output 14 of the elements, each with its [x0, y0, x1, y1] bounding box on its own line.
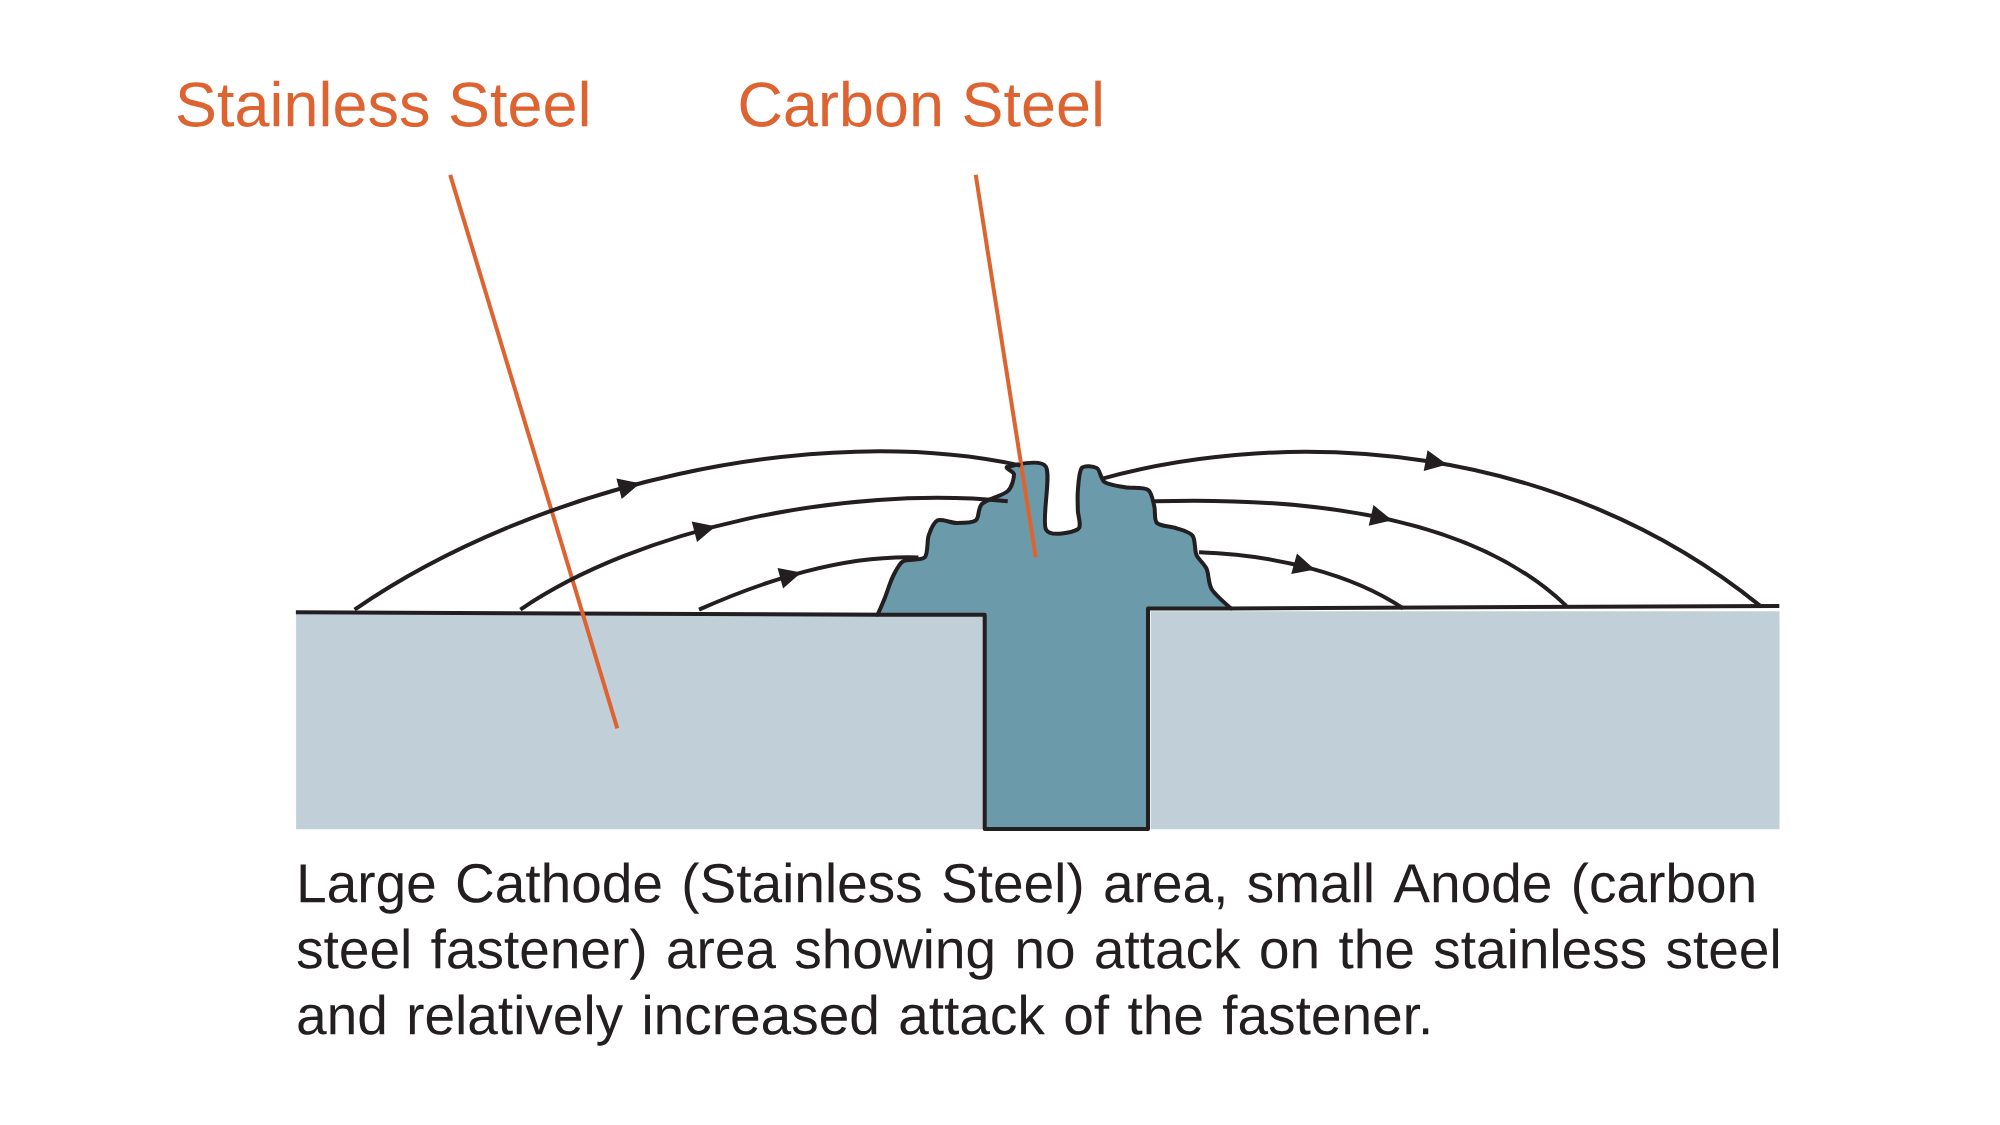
current-arrow — [353, 449, 1021, 612]
current-arrow — [1102, 450, 1762, 608]
stainless-plate — [1150, 603, 1780, 830]
current-arrow — [519, 495, 1008, 612]
current-arrow — [1154, 498, 1568, 608]
fastener — [875, 460, 1233, 832]
stainless-plate — [295, 610, 985, 830]
leader-line — [448, 174, 620, 729]
material-label: Carbon Steel — [740, 80, 1101, 127]
current-arrow — [698, 555, 919, 612]
leader-line — [973, 174, 1038, 558]
current-arrow — [1198, 550, 1405, 611]
material-label: Stainless Steel — [177, 80, 588, 127]
caption: Large Cathode (Stainless Steel) area, small Anode (carbon steel fastener) area showing no attack on the stainless steel and relatively increased attack of the fastener. — [297, 862, 1778, 1046]
